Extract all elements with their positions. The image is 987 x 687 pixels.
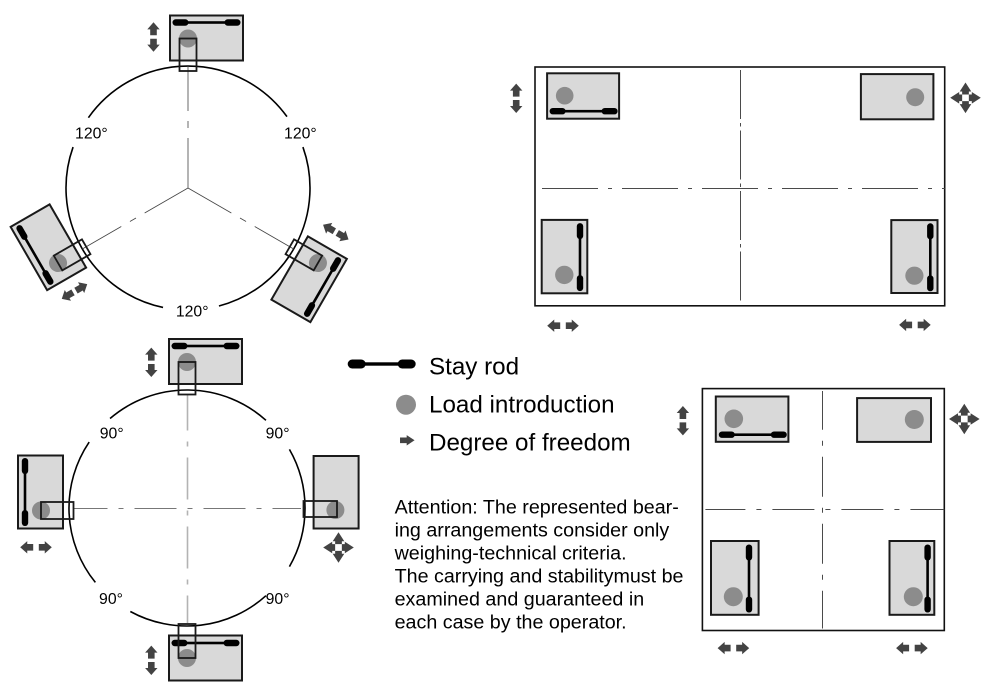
- svg-text:90°: 90°: [100, 425, 124, 442]
- svg-text:weighing-technical criteria.: weighing-technical criteria.: [394, 543, 627, 565]
- svg-text:90°: 90°: [266, 591, 290, 608]
- svg-text:examined and guaranteed in: examined and guaranteed in: [395, 589, 645, 611]
- svg-text:90°: 90°: [266, 425, 290, 442]
- svg-text:Degree of freedom: Degree of freedom: [429, 430, 631, 457]
- svg-text:Stay rod: Stay rod: [429, 354, 519, 381]
- svg-text:The carrying and stabilitymust: The carrying and stabilitymust be: [395, 566, 684, 588]
- svg-text:each case by the operator.: each case by the operator.: [395, 612, 627, 634]
- svg-text:120°: 120°: [75, 126, 108, 143]
- svg-text:120°: 120°: [176, 303, 209, 320]
- svg-text:Attention: The represented bea: Attention: The represented bear-: [395, 497, 679, 519]
- svg-text:ing arrangements consider only: ing arrangements consider only: [395, 520, 670, 542]
- svg-text:90°: 90°: [99, 591, 123, 608]
- svg-text:Load introduction: Load introduction: [429, 392, 615, 419]
- svg-text:120°: 120°: [284, 126, 317, 143]
